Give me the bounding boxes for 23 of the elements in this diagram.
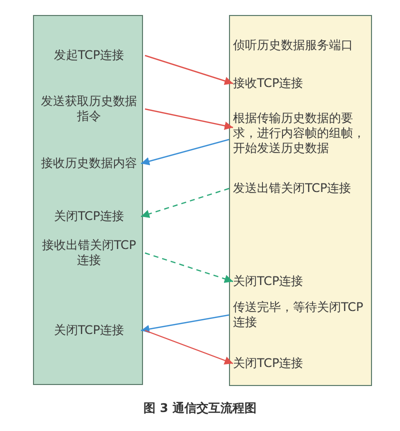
figure-caption: 图 3 通信交互流程图 — [142, 400, 258, 417]
step-text: 接收TCP连接 — [233, 76, 369, 91]
lane-panel — [33, 15, 143, 385]
arrow — [140, 138, 230, 166]
arrow — [140, 314, 230, 334]
step-text: 发送获取历史数据指令 — [37, 94, 141, 124]
step-text: 发送出错关闭TCP连接 — [233, 181, 369, 196]
step-text: 关闭TCP连接 — [233, 356, 369, 371]
arrow — [144, 330, 234, 364]
step-text: 关闭TCP连接 — [233, 274, 369, 289]
step-text: 关闭TCP连接 — [37, 323, 141, 338]
step-text: 关闭TCP连接 — [37, 209, 141, 224]
arrow — [144, 108, 234, 130]
dashed-arrow — [140, 188, 230, 218]
step-text: 根据传输历史数据的要求，进行内容帧的组帧，开始发送历史数据 — [233, 111, 369, 156]
dashed-arrow — [144, 252, 234, 283]
step-text: 发起TCP连接 — [37, 48, 141, 63]
step-text: 接收出错关闭TCP连接 — [37, 238, 141, 268]
step-text: 传送完毕，等待关闭TCP连接 — [233, 300, 369, 330]
lane-panel — [229, 15, 372, 386]
step-text: 侦听历史数据服务端口 — [233, 38, 369, 53]
step-text: 接收历史数据内容 — [37, 156, 141, 171]
arrow — [144, 54, 234, 85]
